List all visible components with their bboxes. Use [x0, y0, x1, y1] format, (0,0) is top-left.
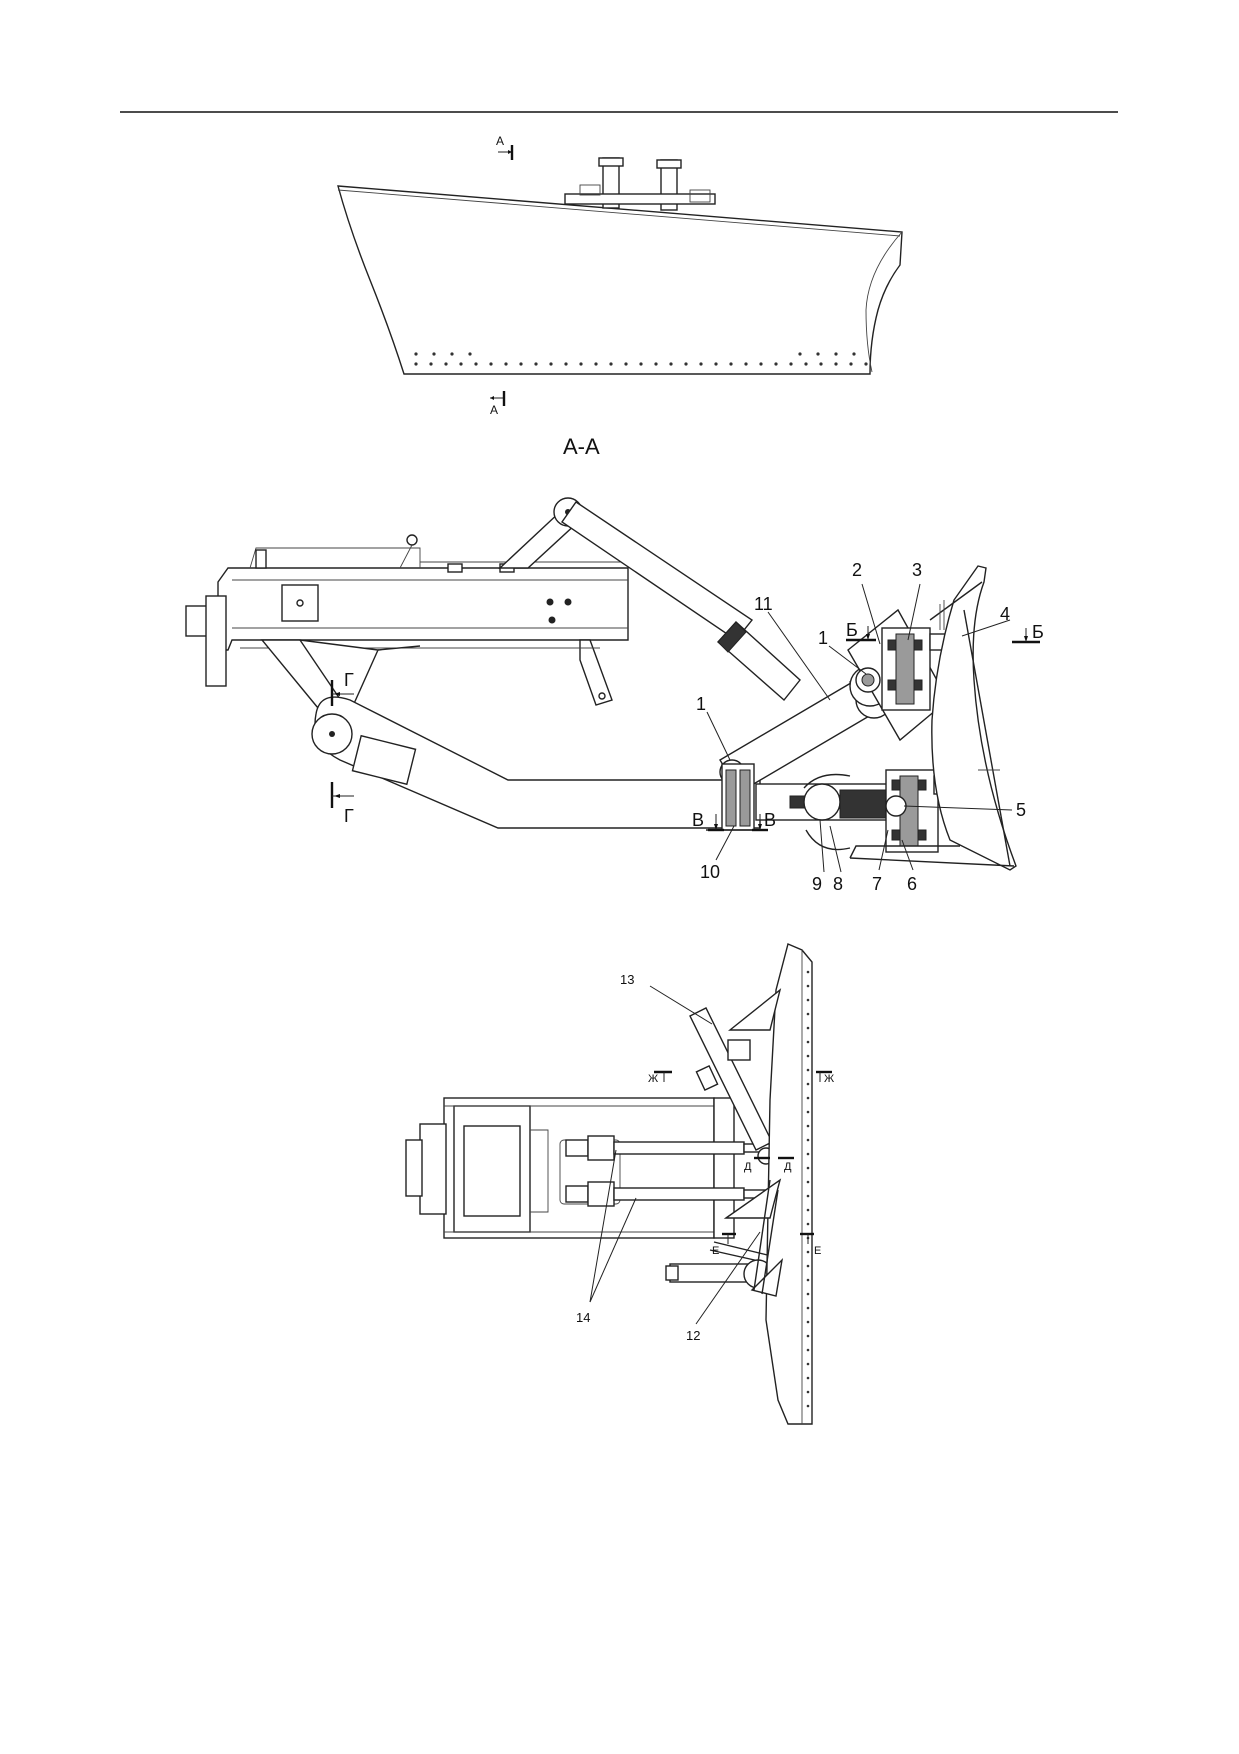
skew-cylinder: [689, 1007, 775, 1165]
callout-3: 3: [912, 560, 922, 580]
cut-label-g-top: Г: [344, 670, 354, 690]
cut-label-v-right: В: [764, 810, 776, 830]
section-view: Б Б В В Г Г: [185, 497, 1044, 894]
cut-label-zh-left: Ж: [648, 1073, 658, 1085]
blade-profile: [931, 565, 1017, 871]
callout-13: 13: [620, 972, 634, 987]
blade-outline: [337, 185, 903, 375]
cut-marker-b-right: Б: [1012, 622, 1044, 644]
callout-12: 12: [686, 1328, 700, 1343]
callout-8: 8: [833, 874, 843, 894]
cut-label-a-bottom: А: [490, 403, 498, 417]
callout-1-lower: 1: [696, 694, 706, 714]
cut-marker-g-bottom: Г: [330, 782, 354, 826]
blade-edge-curve: [865, 231, 903, 373]
cut-label-zh-right: Ж: [824, 1073, 834, 1085]
callout-14: 14: [576, 1310, 590, 1325]
cut-marker-g-top: Г: [330, 670, 354, 706]
cut-label-e-left: Е: [712, 1245, 719, 1257]
callout-1-upper: 1: [818, 628, 828, 648]
cut-marker-b-left: Б: [846, 620, 876, 642]
cut-marker-d-left: Д: [744, 1156, 770, 1173]
section-callout-leaders: [706, 583, 1013, 873]
upper-pivot: [855, 627, 931, 711]
cut-marker-zh-right: Ж: [816, 1070, 834, 1085]
cut-marker-v-left: В: [692, 810, 724, 832]
plan-callout-leaders: [589, 985, 761, 1325]
callout-10: 10: [700, 862, 720, 882]
cut-label-v-left: В: [692, 810, 704, 830]
cut-label-b-right: Б: [1032, 622, 1044, 642]
callout-7: 7: [872, 874, 882, 894]
blade-mounting-cylinders: [564, 157, 716, 211]
cut-label-a-top: А: [496, 134, 504, 148]
cut-label-d-right: Д: [784, 1161, 792, 1173]
cut-marker-a-top: А: [496, 134, 514, 160]
callout-9: 9: [812, 874, 822, 894]
section-title: А-А: [563, 434, 600, 459]
cut-label-e-right: Е: [814, 1245, 821, 1257]
callout-4: 4: [1000, 604, 1010, 624]
upper-cylinder: [717, 621, 801, 702]
blade-bolt-row: [414, 352, 868, 366]
front-view: А А: [337, 134, 903, 417]
cut-marker-a-bottom: А: [490, 391, 506, 417]
blade-plan: [765, 943, 813, 1425]
cut-marker-e-right: Е: [800, 1232, 821, 1257]
blade-plan-holes: [806, 970, 810, 1408]
cut-marker-v-right: В: [752, 810, 776, 832]
cut-label-b-left: Б: [846, 620, 858, 640]
callout-6: 6: [907, 874, 917, 894]
callout-11: 11: [754, 594, 773, 614]
cut-marker-zh-left: Ж: [648, 1070, 672, 1085]
lower-pivot: [885, 769, 939, 853]
plan-view: Ж Ж Д Д Е Е: [405, 943, 834, 1425]
cut-marker-d-right: Д: [778, 1156, 794, 1173]
cut-marker-e-left: Е: [712, 1232, 736, 1257]
cut-label-g-bottom: Г: [344, 806, 354, 826]
cut-label-d-left: Д: [744, 1161, 752, 1173]
callout-2: 2: [852, 560, 862, 580]
callout-5: 5: [1016, 800, 1026, 820]
